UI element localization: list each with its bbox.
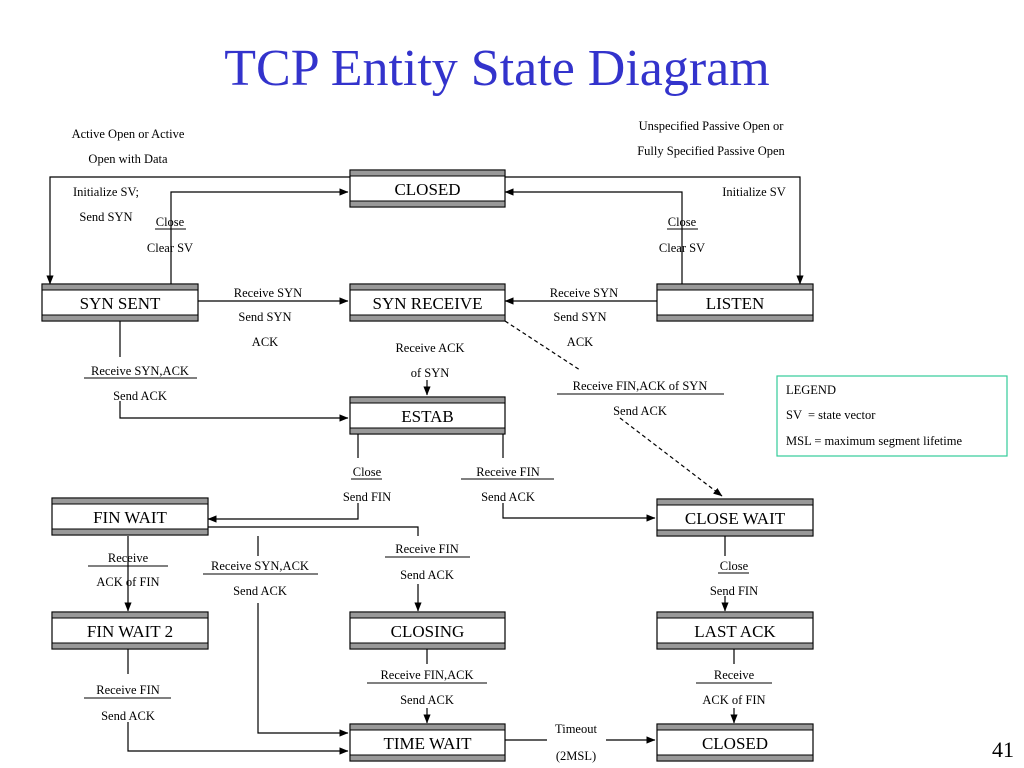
state-syn-sent: SYN SENT xyxy=(41,283,199,322)
legend-heading: LEGEND xyxy=(786,383,836,397)
transition-lines xyxy=(46,176,804,755)
label-synsent-synrecv-2: Send SYN xyxy=(238,310,291,324)
label-synsent-estab-event: Receive SYN,ACK xyxy=(91,364,189,378)
state-label: LISTEN xyxy=(706,294,765,313)
label-listen-synrecv-2: Send SYN xyxy=(553,310,606,324)
label-close-left-event: Close xyxy=(156,215,185,229)
arrow-closed-to-synsent xyxy=(46,176,350,285)
label-timeout-1: Timeout xyxy=(555,722,597,736)
label-timeout-2: (2MSL) xyxy=(556,749,596,763)
arrow-listen-close xyxy=(504,188,683,284)
label-passive-open-1: Unspecified Passive Open or xyxy=(639,119,785,133)
line-finwait-branch xyxy=(208,526,419,536)
state-label: SYN RECEIVE xyxy=(372,294,482,313)
label-lastack-closed-action: ACK of FIN xyxy=(702,693,765,707)
state-fin-wait: FIN WAIT xyxy=(51,497,209,536)
label-finwait-timewait-action: Send ACK xyxy=(233,584,287,598)
state-label: FIN WAIT 2 xyxy=(87,622,173,641)
label-finwait-closing-event: Receive FIN xyxy=(395,542,459,556)
arrow-synsent-close xyxy=(170,188,349,284)
label-finwait2-timewait-action: Send ACK xyxy=(101,709,155,723)
legend-sv: SV = state vector xyxy=(786,408,876,422)
label-close-left-action: Clear SV xyxy=(147,241,193,255)
label-lastack-closed-event: Receive xyxy=(714,668,755,682)
label-closewait-lastack-event: Close xyxy=(720,559,749,573)
label-closing-timewait-action: Send ACK xyxy=(400,693,454,707)
legend-box xyxy=(776,375,1008,457)
label-active-open-2: Open with Data xyxy=(88,152,168,166)
label-close-right-event: Close xyxy=(668,215,697,229)
transition-labels: Active Open or Active Open with Data Ini… xyxy=(72,119,786,763)
label-passive-open-2: Fully Specified Passive Open xyxy=(637,144,785,158)
state-closing: CLOSING xyxy=(349,611,506,650)
label-synrecv-estab-1: Receive ACK xyxy=(395,341,464,355)
arrow-estab-to-closewait xyxy=(502,503,656,522)
label-closewait-lastack-action: Send FIN xyxy=(710,584,758,598)
label-init-sv-syn-2: Send SYN xyxy=(79,210,132,224)
arrow-finwait-to-timewait xyxy=(257,603,349,737)
label-synrecv-closewait-event: Receive FIN,ACK of SYN xyxy=(573,379,708,393)
arrow-closed-to-listen xyxy=(505,176,804,285)
label-init-sv: Initialize SV xyxy=(722,185,786,199)
label-finwait2-timewait-event: Receive FIN xyxy=(96,683,160,697)
legend-msl: MSL = maximum segment lifetime xyxy=(786,434,962,448)
label-finwait-timewait-event: Receive SYN,ACK xyxy=(211,559,309,573)
label-estab-finwait-event: Close xyxy=(353,465,382,479)
label-listen-synrecv-1: Receive SYN xyxy=(550,286,618,300)
state-listen: LISTEN xyxy=(656,283,814,322)
label-close-right-action: Clear SV xyxy=(659,241,705,255)
label-listen-synrecv-3: ACK xyxy=(567,335,593,349)
arrow-finwait2-to-timewait xyxy=(127,722,349,755)
label-finwait-closing-action: Send ACK xyxy=(400,568,454,582)
state-close-wait: CLOSE WAIT xyxy=(656,498,814,537)
label-finwait-finwait2-action: ACK of FIN xyxy=(96,575,159,589)
state-time-wait: TIME WAIT xyxy=(349,723,506,762)
label-closing-timewait-event: Receive FIN,ACK xyxy=(380,668,473,682)
legend: LEGEND SV = state vector MSL = maximum s… xyxy=(776,375,1008,457)
state-syn-receive: SYN RECEIVE xyxy=(349,283,506,322)
state-label: SYN SENT xyxy=(80,294,161,313)
state-closed-end: CLOSED xyxy=(656,723,814,762)
state-label: FIN WAIT xyxy=(93,508,167,527)
label-estab-closewait-action: Send ACK xyxy=(481,490,535,504)
state-estab: ESTAB xyxy=(349,396,506,435)
state-fin-wait-2: FIN WAIT 2 xyxy=(51,611,209,650)
dash-synrecv-to-closewait xyxy=(619,417,723,497)
page-number: 41 xyxy=(992,737,1014,762)
state-label: CLOSED xyxy=(702,734,768,753)
label-estab-closewait-event: Receive FIN xyxy=(476,465,540,479)
arrow-synsent-to-estab xyxy=(119,401,349,422)
state-label: CLOSING xyxy=(391,622,465,641)
state-last-ack: LAST ACK xyxy=(656,611,814,650)
page-title: TCP Entity State Diagram xyxy=(224,40,769,97)
state-label: ESTAB xyxy=(401,407,453,426)
state-closed: CLOSED xyxy=(349,169,506,208)
dash-synrecv-upper xyxy=(504,320,581,371)
arrow-estab-to-finwait xyxy=(207,503,359,523)
state-label: CLOSED xyxy=(394,180,460,199)
label-synsent-estab-action: Send ACK xyxy=(113,389,167,403)
label-synsent-synrecv-3: ACK xyxy=(252,335,278,349)
label-estab-finwait-action: Send FIN xyxy=(343,490,391,504)
state-label: TIME WAIT xyxy=(384,734,473,753)
label-synsent-synrecv-1: Receive SYN xyxy=(234,286,302,300)
label-active-open-1: Active Open or Active xyxy=(72,127,185,141)
state-label: LAST ACK xyxy=(694,622,776,641)
label-init-sv-syn-1: Initialize SV; xyxy=(73,185,139,199)
label-finwait-finwait2-event: Receive xyxy=(108,551,149,565)
label-synrecv-estab-2: of SYN xyxy=(411,366,450,380)
state-label: CLOSE WAIT xyxy=(685,509,786,528)
label-synrecv-closewait-action: Send ACK xyxy=(613,404,667,418)
